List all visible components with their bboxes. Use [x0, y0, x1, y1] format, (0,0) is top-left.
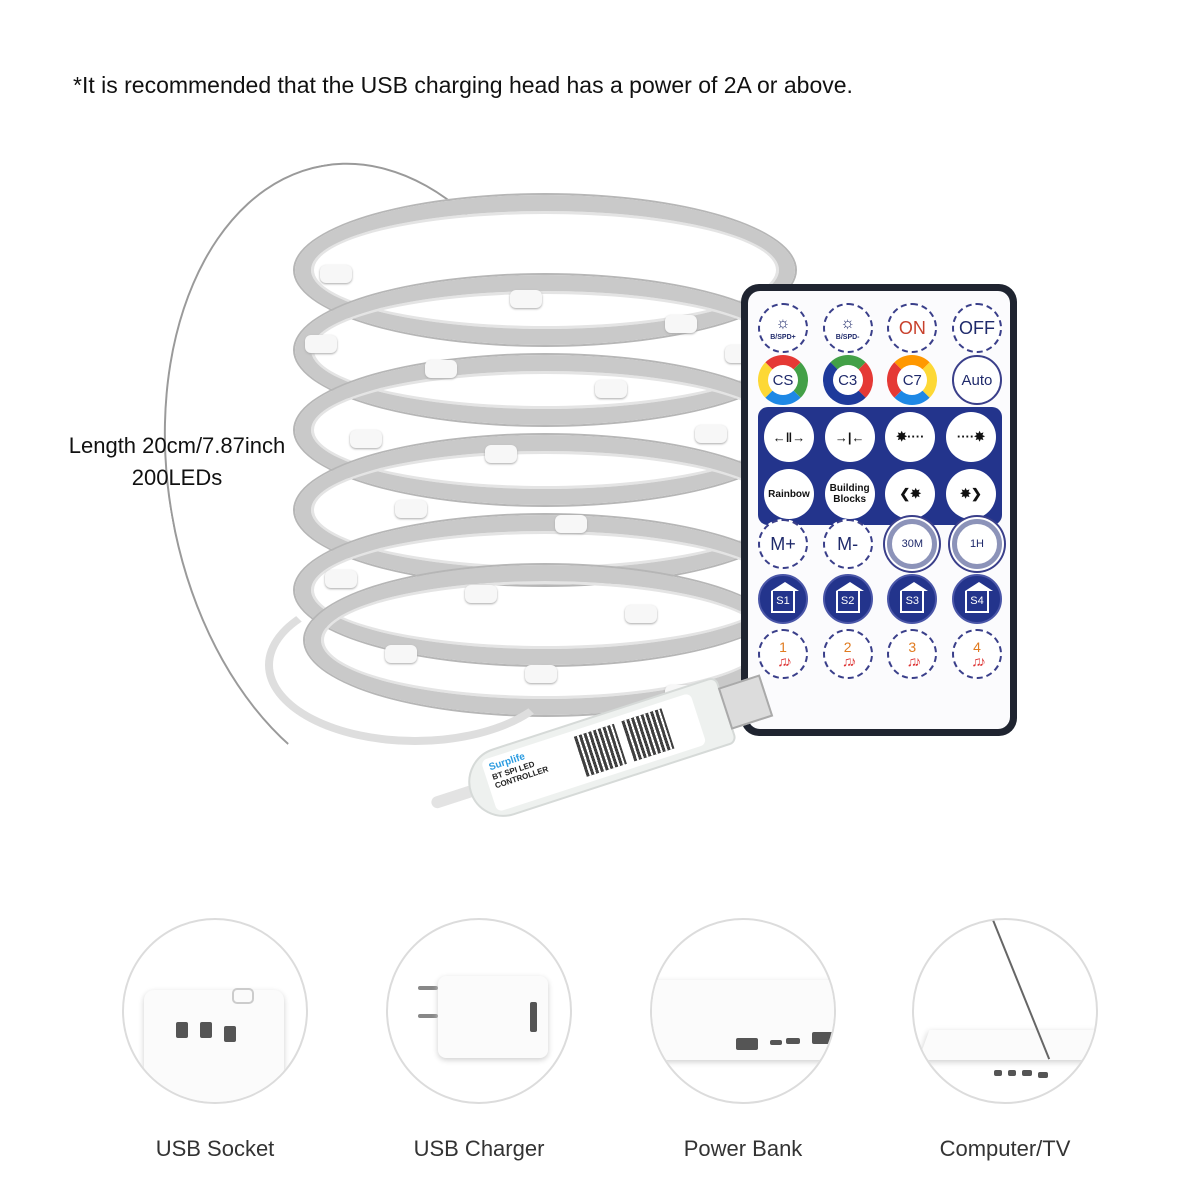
- scene-s3-button[interactable]: S3: [887, 574, 938, 624]
- power-on-button[interactable]: ON: [887, 303, 938, 353]
- remote-control: ☼B/SPD+ ☼B/SPD- ON OFF CS C3 C7 Auto ←‖→…: [741, 284, 1017, 736]
- music-1-button[interactable]: 1♫♪: [758, 629, 808, 679]
- usb-socket-image: [122, 918, 308, 1104]
- music-note-icon: ♫♪: [971, 653, 985, 669]
- home-scene-icon: S3: [900, 582, 929, 613]
- auto-button[interactable]: Auto: [951, 355, 1002, 405]
- chase-left-icon[interactable]: ····✸: [945, 412, 996, 462]
- sun-minus-icon: ☼: [840, 315, 855, 332]
- brightness-speed-up-button[interactable]: ☼B/SPD+: [758, 303, 808, 353]
- remote-row-effects-2: Rainbow Building Blocks ❮✸ ✸❯: [764, 469, 996, 519]
- power-off-button[interactable]: OFF: [951, 303, 1002, 353]
- remote-row-scenes: S1 S2 S3 S4: [758, 574, 1002, 624]
- home-scene-icon: S1: [771, 582, 799, 613]
- power-source-power-bank: Power Bank: [650, 918, 836, 1162]
- power-source-usb-charger: USB Charger: [386, 918, 572, 1162]
- music-2-button[interactable]: 2♫♪: [822, 629, 873, 679]
- length-text: Length 20cm/7.87inch: [68, 433, 286, 458]
- source-label: Power Bank: [683, 1136, 803, 1161]
- music-note-icon: ♫♪: [906, 653, 921, 669]
- length-label: Length 20cm/7.87inch 200LEDs: [52, 430, 302, 494]
- source-label: USB Socket: [155, 1136, 275, 1161]
- remote-row-mode-timer: M+ M- 30M 1H: [758, 519, 1002, 569]
- effects-panel: ←‖→ →|← ✸···· ····✸ Rainbow Building Blo…: [758, 407, 1002, 525]
- source-label: USB Charger: [413, 1136, 545, 1161]
- scene-s2-button[interactable]: S2: [822, 574, 873, 624]
- led-string-coil-image: [265, 185, 825, 745]
- music-3-button[interactable]: 3♫♪: [887, 629, 938, 679]
- power-source-computer-tv: Computer/TV: [912, 918, 1098, 1162]
- sun-plus-icon: ☼: [775, 315, 791, 332]
- remote-row-effects-1: ←‖→ →|← ✸···· ····✸: [764, 412, 996, 462]
- mode-plus-button[interactable]: M+: [758, 519, 808, 569]
- power-bank-image: [650, 918, 836, 1104]
- chase-right-icon[interactable]: ✸····: [885, 412, 936, 462]
- laptop-image: [912, 918, 1098, 1104]
- music-note-icon: ♫♪: [841, 653, 856, 669]
- brightness-speed-down-button[interactable]: ☼B/SPD-: [822, 303, 873, 353]
- mode-minus-button[interactable]: M-: [822, 519, 873, 569]
- usb-charger-image: [386, 918, 572, 1104]
- remote-row-music: 1♫♪ 2♫♪ 3♫♪ 4♫♪: [758, 629, 1002, 679]
- scene-s4-button[interactable]: S4: [951, 574, 1002, 624]
- usb-power-notice: *It is recommended that the USB charging…: [73, 72, 853, 98]
- source-label: Computer/TV: [939, 1136, 1071, 1161]
- home-scene-icon: S2: [835, 582, 864, 613]
- collapse-arrows-icon[interactable]: →|←: [824, 412, 875, 462]
- power-source-usb-socket: USB Socket: [122, 918, 308, 1162]
- remote-face: ☼B/SPD+ ☼B/SPD- ON OFF CS C3 C7 Auto ←‖→…: [748, 291, 1010, 729]
- direction-right-icon[interactable]: ✸❯: [945, 469, 996, 519]
- scene-s1-button[interactable]: S1: [758, 574, 808, 624]
- building-blocks-button[interactable]: Building Blocks: [824, 469, 875, 519]
- timer-1h-button[interactable]: 1H: [951, 519, 1002, 569]
- remote-row-brightness-power: ☼B/SPD+ ☼B/SPD- ON OFF: [758, 303, 1002, 353]
- color-cs-button[interactable]: CS: [758, 355, 808, 405]
- music-note-icon: ♫♪: [777, 653, 791, 669]
- timer-30m-button[interactable]: 30M: [887, 519, 938, 569]
- color-c7-button[interactable]: C7: [887, 355, 938, 405]
- home-scene-icon: S4: [964, 582, 993, 613]
- remote-row-colors: CS C3 C7 Auto: [758, 355, 1002, 405]
- led-count-text: 200LEDs: [131, 465, 223, 490]
- color-c3-button[interactable]: C3: [822, 355, 873, 405]
- rainbow-button[interactable]: Rainbow: [764, 469, 814, 519]
- music-4-button[interactable]: 4♫♪: [951, 629, 1002, 679]
- expand-arrows-icon[interactable]: ←‖→: [764, 412, 814, 462]
- power-button-icon: [232, 988, 254, 1004]
- direction-left-icon[interactable]: ❮✸: [885, 469, 936, 519]
